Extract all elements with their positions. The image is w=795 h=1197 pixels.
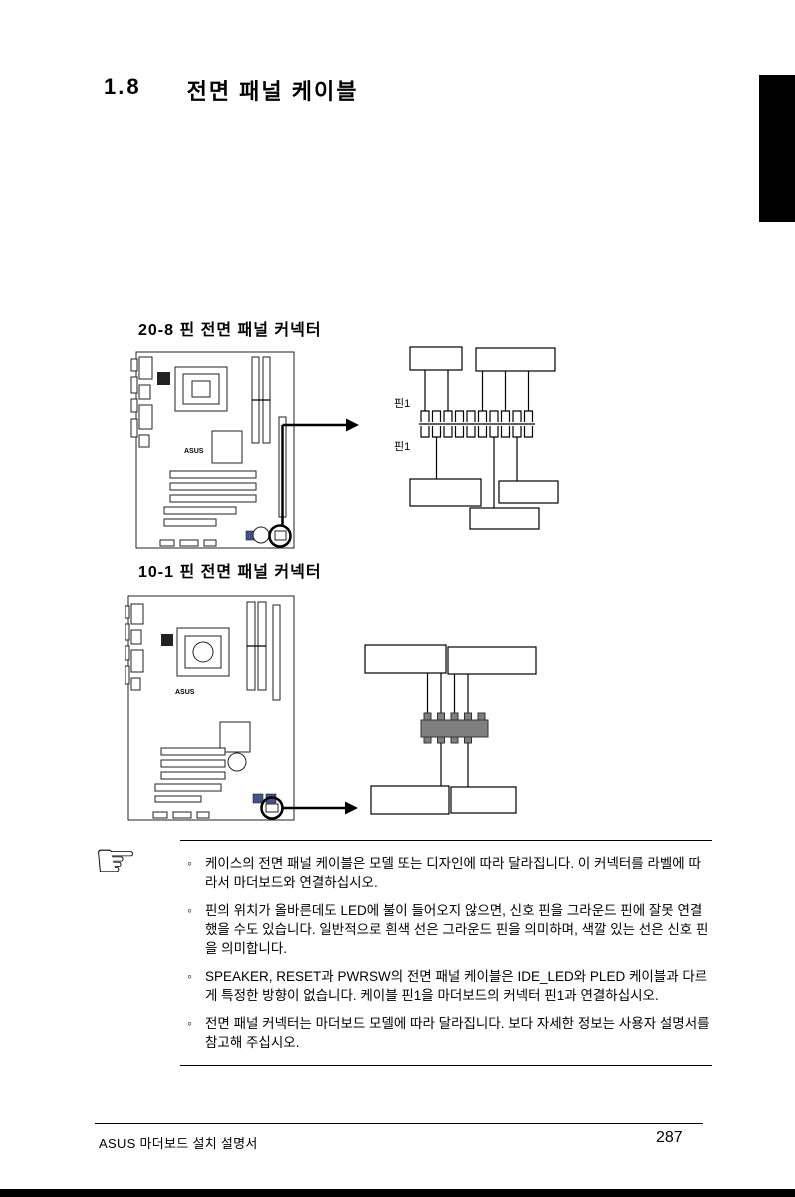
label-10pin-connector: 10-1 핀 전면 패널 커넥터 <box>138 564 322 581</box>
wires-top <box>424 370 530 411</box>
chapter-side-tab <box>759 75 795 222</box>
section-title: 전면 패널 케이블 <box>186 79 359 104</box>
front-panel-connector-highlight <box>260 796 284 820</box>
note-text: 핀의 위치가 올바른데도 LED에 불이 들어오지 않으면, 신호 핀을 그라운… <box>205 903 709 956</box>
onboard-headers <box>159 526 287 547</box>
pin1-label-bottom: 핀1 <box>394 440 410 453</box>
arrow-right-icon <box>283 801 358 815</box>
ram-slots <box>251 356 271 444</box>
note-item: ◦ 전면 패널 커넥터는 마더보드 모델에 따라 달라집니다. 보다 자세한 정… <box>180 1014 712 1052</box>
cpu-socket <box>161 627 230 677</box>
page-number: 287 <box>656 1129 683 1146</box>
rear-io-ports <box>125 603 144 691</box>
board-logo-text: ASUS <box>175 689 195 696</box>
motherboard-diagram-20pin: ASUS <box>130 351 359 549</box>
note-text: SPEAKER, RESET과 PWRSW의 전면 패널 케이블은 IDE_LE… <box>205 969 708 1003</box>
pci-slots <box>154 747 226 803</box>
cable-plug-boxes-bottom <box>370 785 517 815</box>
cable-plug-boxes-bottom <box>409 478 559 530</box>
cable-plug-boxes-top <box>364 644 537 675</box>
motherboard-diagram-10pin: ASUS <box>125 595 358 821</box>
note-text: 전면 패널 커넥터는 마더보드 모델에 따라 달라집니다. 보다 자세한 정보는… <box>205 1016 710 1050</box>
front-panel-connector-highlight <box>268 524 292 548</box>
rear-io-ports <box>130 356 153 448</box>
note-item: ◦ 케이스의 전면 패널 케이블은 모델 또는 디자인에 따라 달라집니다. 이… <box>180 854 712 892</box>
arrow-right-icon <box>281 418 359 525</box>
label-20pin-connector: 20-8 핀 전면 패널 커넥터 <box>138 322 322 339</box>
page-title: 1.8 전면 패널 케이블 <box>104 74 359 106</box>
pci-slots <box>163 470 257 527</box>
section-number: 1.8 <box>104 74 141 99</box>
page-bottom-bar <box>0 1189 795 1197</box>
hand-pointer-icon: ☞ <box>94 835 138 888</box>
pin1-label-top: 핀1 <box>394 397 410 410</box>
footer-divider <box>95 1123 703 1125</box>
note-text: 케이스의 전면 패널 케이블은 모델 또는 디자인에 따라 달라집니다. 이 커… <box>205 856 701 890</box>
note-bullet: ◦ <box>187 856 192 871</box>
wires-top <box>426 673 469 713</box>
chipset <box>219 721 251 753</box>
ram-slots <box>246 601 267 691</box>
connector-pinout-10pin <box>364 644 537 815</box>
note-item: ◦ 핀의 위치가 올바른데도 LED에 불이 들어오지 않으면, 신호 핀을 그… <box>180 901 712 958</box>
pcie-slot <box>272 604 281 701</box>
chipset <box>211 430 243 464</box>
footer-document-title: ASUS 마더보드 설치 설명서 <box>99 1136 258 1151</box>
note-bullet: ◦ <box>187 903 192 918</box>
notes-block: ◦ 케이스의 전면 패널 케이블은 모델 또는 디자인에 따라 달라집니다. 이… <box>180 840 712 1066</box>
wires-bottom <box>440 743 469 787</box>
note-bullet: ◦ <box>187 1016 192 1031</box>
cpu-socket <box>157 366 228 412</box>
note-bullet: ◦ <box>187 969 192 984</box>
connector-pinout-20pin: 핀1 핀1 <box>394 346 559 530</box>
pin-header-20-8 <box>419 410 535 438</box>
board-logo-text: ASUS <box>184 448 204 455</box>
cable-plug-boxes-top <box>409 346 556 372</box>
note-item: ◦ SPEAKER, RESET과 PWRSW의 전면 패널 케이블은 IDE_… <box>180 967 712 1005</box>
wires-bottom <box>435 437 518 508</box>
pin-block-10-1 <box>420 712 489 744</box>
